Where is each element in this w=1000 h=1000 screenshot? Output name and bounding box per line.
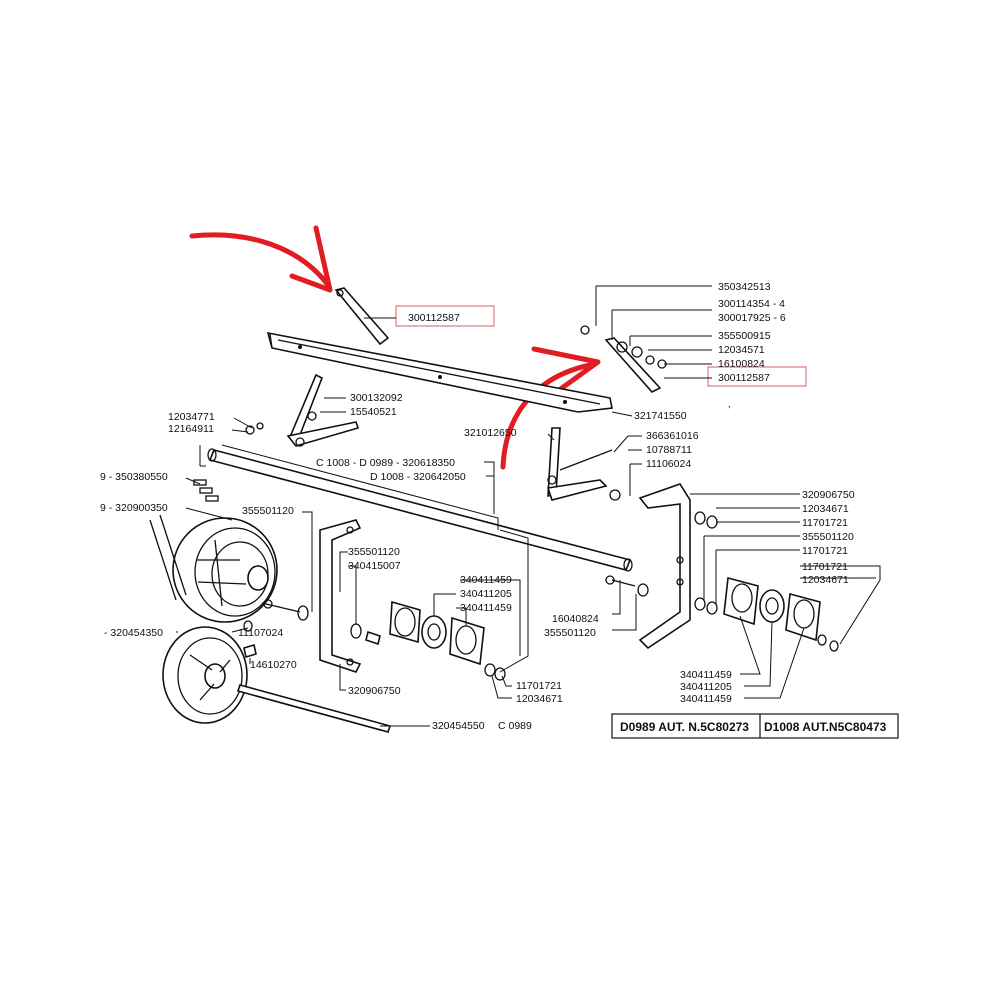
label-340411459-a: 340411459 [460,574,512,586]
label-350342513: 350342513 [718,281,771,293]
label-12164911: 12164911 [168,423,214,435]
drive-shaft [207,448,633,572]
part-labels: 350342513 300114354 - 4 300017925 - 6 35… [100,281,855,732]
label-320900350: 9 - 320900350 [100,502,168,514]
highlight-box-left [395,305,495,327]
label-366361016: 366361016 [646,430,699,442]
stray-mark: ‚ [728,398,730,410]
table-cell-d1008: D1008 AUT.N5C80473 [764,720,887,734]
label-300112587-left: 300112587 [408,312,460,324]
label-15540521: 15540521 [350,406,397,418]
label-300112587-right: 300112587 [718,372,770,384]
right-strap-bracket [580,325,667,393]
label-12034771: 12034771 [168,411,215,423]
label-16040824: 16040824 [552,613,599,625]
label-320454350: - 320454350 [104,627,163,639]
label-c0989: C 0989 [498,720,532,732]
label-16100824: 16100824 [718,358,765,370]
chain-links [193,479,219,502]
label-340415007: 340415007 [348,560,401,572]
label-320906750-left: 320906750 [348,685,401,697]
label-10788711: 10788711 [646,444,692,456]
version-table: D0989 AUT. N.5C80273 D1008 AUT.N5C80473 [611,713,899,739]
label-12034671-a: 12034671 [802,503,849,515]
label-14610270: 14610270 [250,659,297,671]
label-340411205-a: 340411205 [460,588,512,600]
red-arrow-right-icon [500,346,601,470]
label-300017925: 300017925 - 6 [718,312,786,324]
label-12034671-c: 12034671 [516,693,563,705]
label-355501120-a: 355501120 [242,505,294,517]
label-350380550: 9 - 350380550 [100,471,168,483]
label-355501120-c: 355501120 [544,627,596,639]
label-300114354: 300114354 - 4 [718,298,785,310]
label-355500915: 355500915 [718,330,771,342]
left-bearing-support [319,519,362,673]
right-bearing-support [638,483,691,650]
leader-lines [176,285,881,727]
left-hanger-bracket [286,373,360,447]
red-arrow-left-icon [189,225,333,293]
label-355501120-b: 355501120 [348,546,400,558]
cutter-bar-beam [266,331,613,413]
table-cell-d0989: D0989 AUT. N.5C80273 [620,720,749,734]
label-340411205-b: 340411205 [680,681,732,693]
label-340411459-c: 340411459 [680,669,732,681]
label-11701721-a: 11701721 [802,517,848,529]
clutch-sprocket-assembly [149,514,278,623]
label-11106024: 11106024 [646,458,691,470]
label-340411459-b: 340411459 [460,602,512,614]
label-320618350: C 1008 - D 0989 - 320618350 [316,457,455,469]
lower-shaft [236,684,392,733]
left-bearing-set [261,599,506,681]
label-320642050: D 1008 - 320642050 [370,471,466,483]
label-12034671-b: 12034671 [802,574,849,586]
label-355501120-d: 355501120 [802,531,854,543]
label-11701721-d: 11701721 [516,680,562,692]
left-strap-bracket [334,287,390,346]
label-12034571: 12034571 [718,344,765,356]
label-320454550: 320454550 [432,720,485,732]
label-11701721-c: 11701721 [802,561,848,573]
small-key-parts [243,422,264,659]
label-321741550: 321741550 [634,410,687,422]
label-300132092: 300132092 [350,392,403,404]
label-320906750-right: 320906750 [802,489,855,501]
highlight-box-right [707,366,807,387]
label-340411459-d: 340411459 [680,693,732,705]
label-321012650: 321012650 [464,427,517,439]
pulley-wheel [162,626,248,724]
right-hanger-bracket [546,427,621,501]
label-11701721-b: 11701721 [802,545,848,557]
label-11107024: 11107024 [238,627,283,639]
